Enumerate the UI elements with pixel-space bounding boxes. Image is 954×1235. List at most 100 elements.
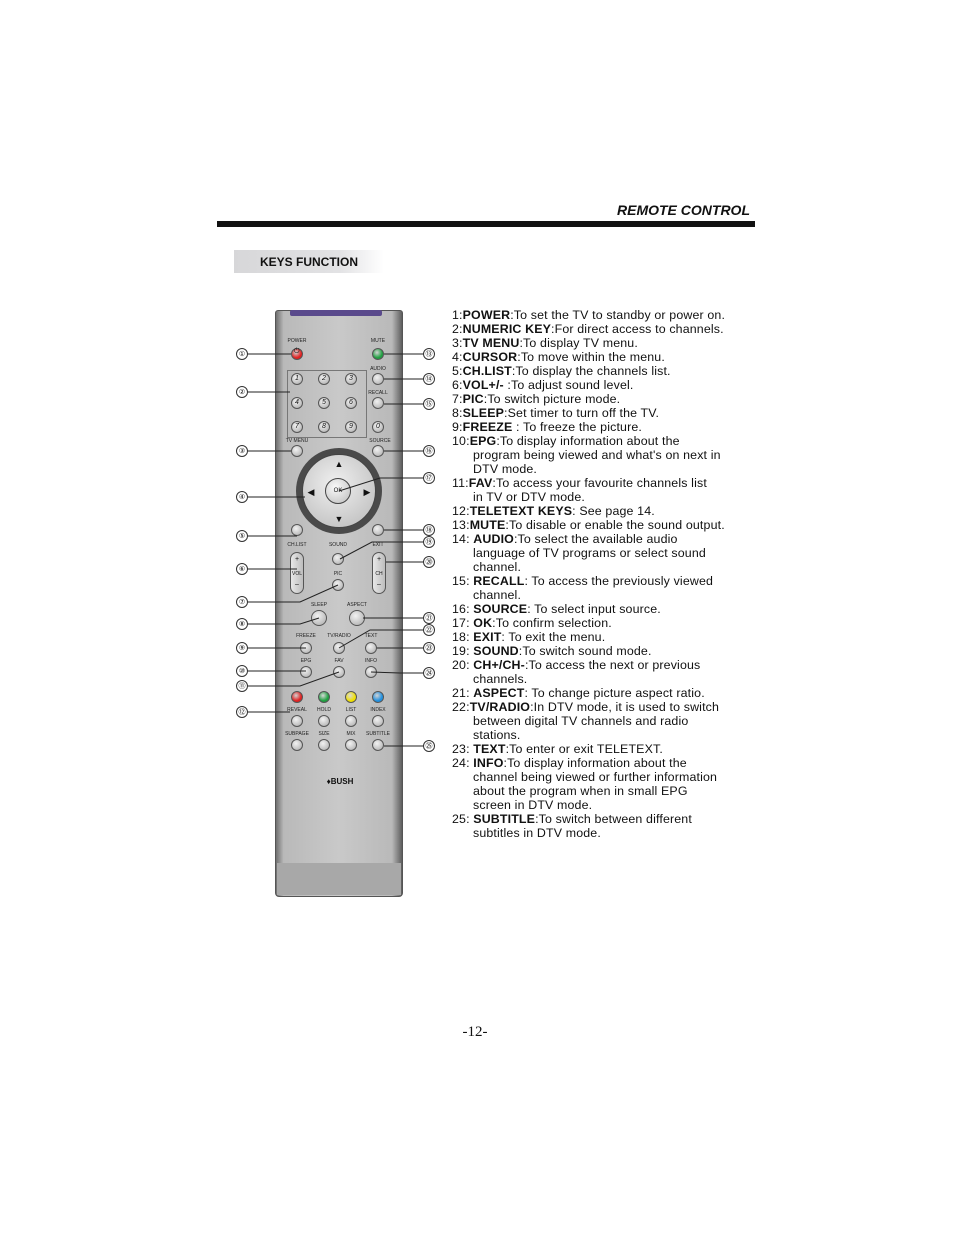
description-number: 9: xyxy=(452,420,463,434)
description-key: FREEZE xyxy=(462,420,513,434)
description-continuation: subtitles in DTV mode. xyxy=(473,826,601,840)
description-continuation: between digital TV channels and radio xyxy=(473,714,689,728)
recall-button[interactable] xyxy=(372,397,384,409)
sound-button[interactable] xyxy=(332,553,344,565)
index-button[interactable] xyxy=(372,715,384,727)
list-button[interactable] xyxy=(345,715,357,727)
hold-button[interactable] xyxy=(318,715,330,727)
description-item: 17: OK:To confirm selection. xyxy=(452,616,752,630)
blue-button[interactable] xyxy=(372,691,384,703)
description-number: 1: xyxy=(452,308,463,322)
description-item: 25: SUBTITLE:To switch between different xyxy=(452,812,752,826)
brand-logo: ♦BUSH xyxy=(326,777,354,786)
description-key: FAV xyxy=(468,476,493,490)
exit-label: EXIT xyxy=(372,542,384,548)
number-button-0[interactable]: 0 xyxy=(372,421,384,433)
callout-1: ① xyxy=(236,348,248,360)
channel-plus-icon: + xyxy=(376,556,382,563)
mute-label: MUTE xyxy=(370,338,386,344)
fav-label: FAV xyxy=(334,658,344,664)
volume-label: VOL xyxy=(291,571,302,577)
description-item: 5:CH.LIST:To display the channels list. xyxy=(452,364,752,378)
number-button-6[interactable]: 6 xyxy=(345,397,357,409)
description-text: : See page 14. xyxy=(572,504,655,518)
cursor-down-icon[interactable]: ▼ xyxy=(334,514,344,524)
description-item: 9:FREEZE : To freeze the picture. xyxy=(452,420,752,434)
audio-button[interactable] xyxy=(372,373,384,385)
subtitle-button[interactable] xyxy=(372,739,384,751)
epg-button[interactable] xyxy=(300,666,312,678)
subpage-label: SUBPAGE xyxy=(285,731,309,737)
description-item: 3:TV MENU:To display TV menu. xyxy=(452,336,752,350)
size-button[interactable] xyxy=(318,739,330,751)
subpage-button[interactable] xyxy=(291,739,303,751)
description-continuation: language of TV programs or select sound xyxy=(473,546,706,560)
tv-menu-button[interactable] xyxy=(291,445,303,457)
power-icon: ⏻ xyxy=(294,348,300,355)
description-item: 23: TEXT:To enter or exit TELETEXT. xyxy=(452,742,752,756)
description-key: RECALL xyxy=(473,574,525,588)
green-button[interactable] xyxy=(318,691,330,703)
description-continuation: about the program when in small EPG xyxy=(473,784,688,798)
callout-5: ⑤ xyxy=(236,530,248,542)
red-button[interactable] xyxy=(291,691,303,703)
freeze-label: FREEZE xyxy=(296,633,316,639)
text-label: TEXT xyxy=(364,633,378,639)
volume-rocker[interactable]: + VOL – xyxy=(290,552,304,594)
channel-rocker[interactable]: + CH – xyxy=(372,552,386,594)
mix-button[interactable] xyxy=(345,739,357,751)
number-button-7[interactable]: 7 xyxy=(291,421,303,433)
description-number: 10: xyxy=(452,434,470,448)
description-key: TEXT xyxy=(473,742,506,756)
reveal-button[interactable] xyxy=(291,715,303,727)
description-item: 24: INFO:To display information about th… xyxy=(452,756,752,770)
number-button-4[interactable]: 4 xyxy=(291,397,303,409)
description-item: 20: CH+/CH-:To access the next or previo… xyxy=(452,658,752,672)
description-continuation: program being viewed and what's on next … xyxy=(473,448,721,462)
description-number: 11: xyxy=(452,476,469,490)
description-item: 19: SOUND:To switch sound mode. xyxy=(452,644,752,658)
volume-plus-icon: + xyxy=(294,556,300,563)
description-item: 2:NUMERIC KEY:For direct access to chann… xyxy=(452,322,752,336)
volume-minus-icon: – xyxy=(295,581,299,588)
text-button[interactable] xyxy=(365,642,377,654)
ok-button[interactable]: OK xyxy=(325,478,351,504)
cursor-up-icon[interactable]: ▲ xyxy=(334,459,344,469)
callout-13: ⑬ xyxy=(423,348,435,360)
description-text: :To display TV menu. xyxy=(519,336,638,350)
number-button-2[interactable]: 2 xyxy=(318,373,330,385)
cursor-left-icon[interactable]: ◀ xyxy=(307,487,315,497)
number-button-3[interactable]: 3 xyxy=(345,373,357,385)
hold-label: HOLD xyxy=(317,707,331,713)
info-label: INFO xyxy=(365,658,377,664)
description-text: :To access your favourite channels list xyxy=(492,476,707,490)
description-key: PIC xyxy=(462,392,484,406)
number-button-9[interactable]: 9 xyxy=(345,421,357,433)
tv-radio-label: TV/RADIO xyxy=(327,633,351,639)
number-button-1[interactable]: 1 xyxy=(291,373,303,385)
description-number: 19: xyxy=(452,644,474,658)
mute-button[interactable] xyxy=(372,348,384,360)
mix-label: MIX xyxy=(346,731,356,737)
yellow-button[interactable] xyxy=(345,691,357,703)
key-descriptions: 1:POWER:To set the TV to standby or powe… xyxy=(452,308,752,840)
power-button[interactable]: ⏻ xyxy=(291,348,303,360)
cursor-right-icon[interactable]: ▶ xyxy=(363,487,371,497)
description-key: VOL+/- xyxy=(462,378,504,392)
number-button-8[interactable]: 8 xyxy=(318,421,330,433)
source-button[interactable] xyxy=(372,445,384,457)
audio-label: AUDIO xyxy=(370,366,386,372)
remote-bottom-panel xyxy=(277,863,401,895)
description-text: :To move within the menu. xyxy=(517,350,665,364)
description-item: 16: SOURCE: To select input source. xyxy=(452,602,752,616)
epg-label: EPG xyxy=(300,658,312,664)
description-number: 16: xyxy=(452,602,474,616)
number-button-5[interactable]: 5 xyxy=(318,397,330,409)
description-number: 13: xyxy=(452,518,470,532)
description-number: 15: xyxy=(452,574,474,588)
description-key: POWER xyxy=(462,308,511,322)
exit-button[interactable] xyxy=(372,524,384,536)
description-key: CH.LIST xyxy=(462,364,512,378)
aspect-label: ASPECT xyxy=(346,602,367,608)
